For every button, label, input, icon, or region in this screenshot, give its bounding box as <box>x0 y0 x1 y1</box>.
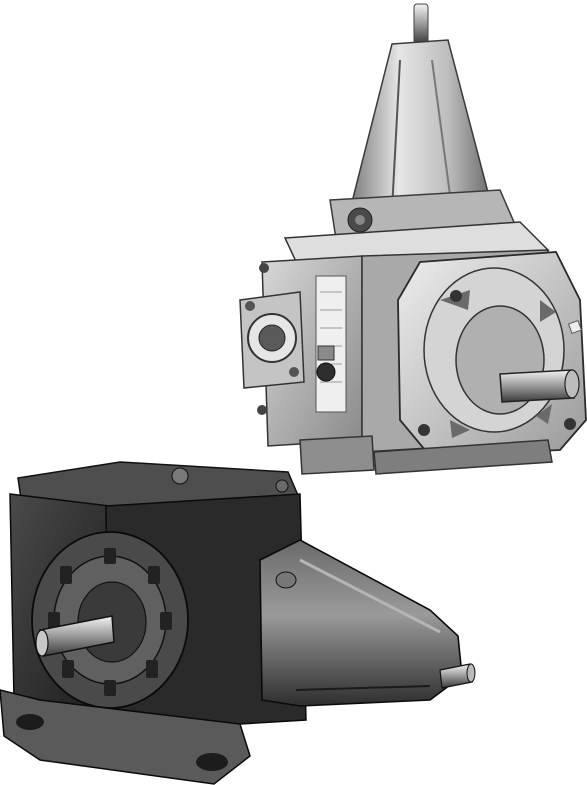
pump-light-drive-shaft <box>499 369 575 403</box>
pump-light-nameplate <box>315 275 347 413</box>
pump-dark-compensator-cone <box>259 539 463 707</box>
hydraulic-pump-light <box>239 3 587 475</box>
hydraulic-pump-dark <box>0 461 476 785</box>
pump-dark-base-foot <box>0 689 251 785</box>
pump-light-stem <box>413 3 429 45</box>
pump-light-adjust-screw <box>316 362 336 382</box>
